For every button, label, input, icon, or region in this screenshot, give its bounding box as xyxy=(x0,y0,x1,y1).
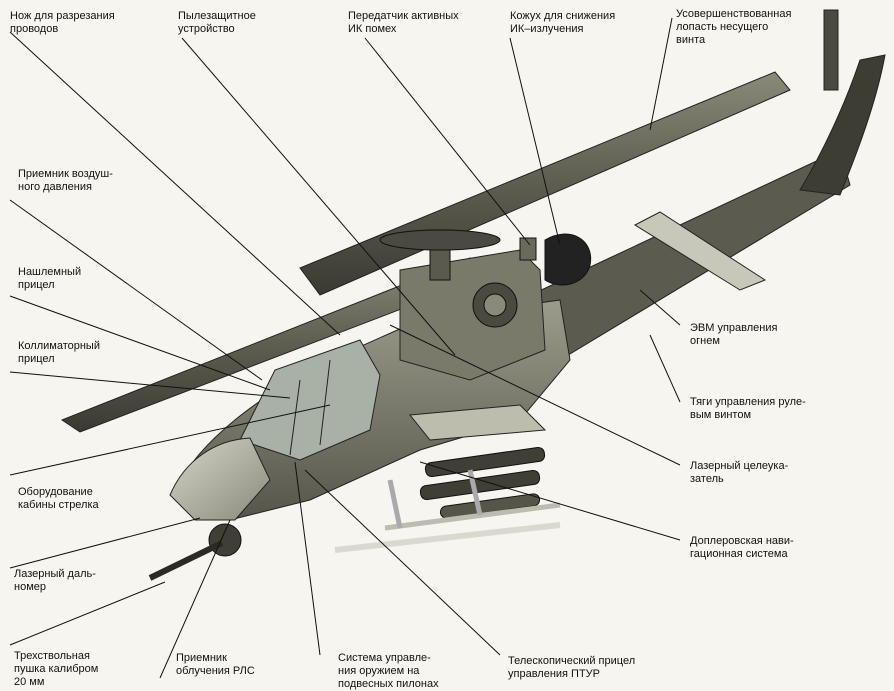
label-rotor-blade: Усовершенствованная лопасть несущего вин… xyxy=(676,8,792,46)
label-helmet-sight: Нашлемный прицел xyxy=(18,266,82,291)
label-laser-rangefinder: Лазерный даль- номер xyxy=(14,568,96,593)
label-ir-jammer: Передатчик активных ИК помех xyxy=(348,10,459,35)
label-wire-cutter: Нож для разрезания проводов xyxy=(10,10,115,35)
landing-skid-left xyxy=(384,502,561,531)
gun-barrel xyxy=(148,540,224,581)
leader-lines xyxy=(9,17,681,679)
horizontal-stabilizer xyxy=(633,211,767,291)
weapon-pod-1 xyxy=(424,446,546,478)
nose xyxy=(169,437,271,521)
weapon-pod-2 xyxy=(419,469,541,501)
label-tail-rotor-rods: Тяги управления руле- вым винтом xyxy=(690,396,806,421)
label-collimator-sight: Коллиматорный прицел xyxy=(18,340,100,365)
label-fire-control-computer: ЭВМ управления огнем xyxy=(690,322,778,347)
ir-suppressor xyxy=(544,233,592,286)
label-doppler-navigation: Доплеровская нави- гационная система xyxy=(690,535,794,560)
label-dust-protection: Пылезащитное устройство xyxy=(178,10,256,35)
label-telescopic-sight: Телескопический прицел управления ПТУР xyxy=(508,655,636,680)
label-weapon-control: Система управле- ния оружием на подвесны… xyxy=(338,652,439,690)
stub-wing xyxy=(409,404,547,441)
landing-skid-right xyxy=(334,522,561,553)
tail-fin xyxy=(799,54,886,196)
cockpit-canopy xyxy=(239,339,381,461)
ir-jammer xyxy=(519,237,537,261)
label-radar-warning: Приемник облучения РЛС xyxy=(176,652,255,677)
tail-rotor xyxy=(823,9,839,91)
label-laser-designator: Лазерный целеука- затель xyxy=(690,460,789,485)
label-ir-suppressor: Кожух для снижения ИК–излучения xyxy=(510,10,616,35)
label-cannon: Трехствольная пушка калибром 20 мм xyxy=(14,650,99,688)
gun-turret xyxy=(208,523,242,557)
label-gunner-cockpit: Оборудование кабины стрелка xyxy=(18,486,99,511)
label-air-pressure-receiver: Приемник воздуш- ного давления xyxy=(18,168,113,193)
